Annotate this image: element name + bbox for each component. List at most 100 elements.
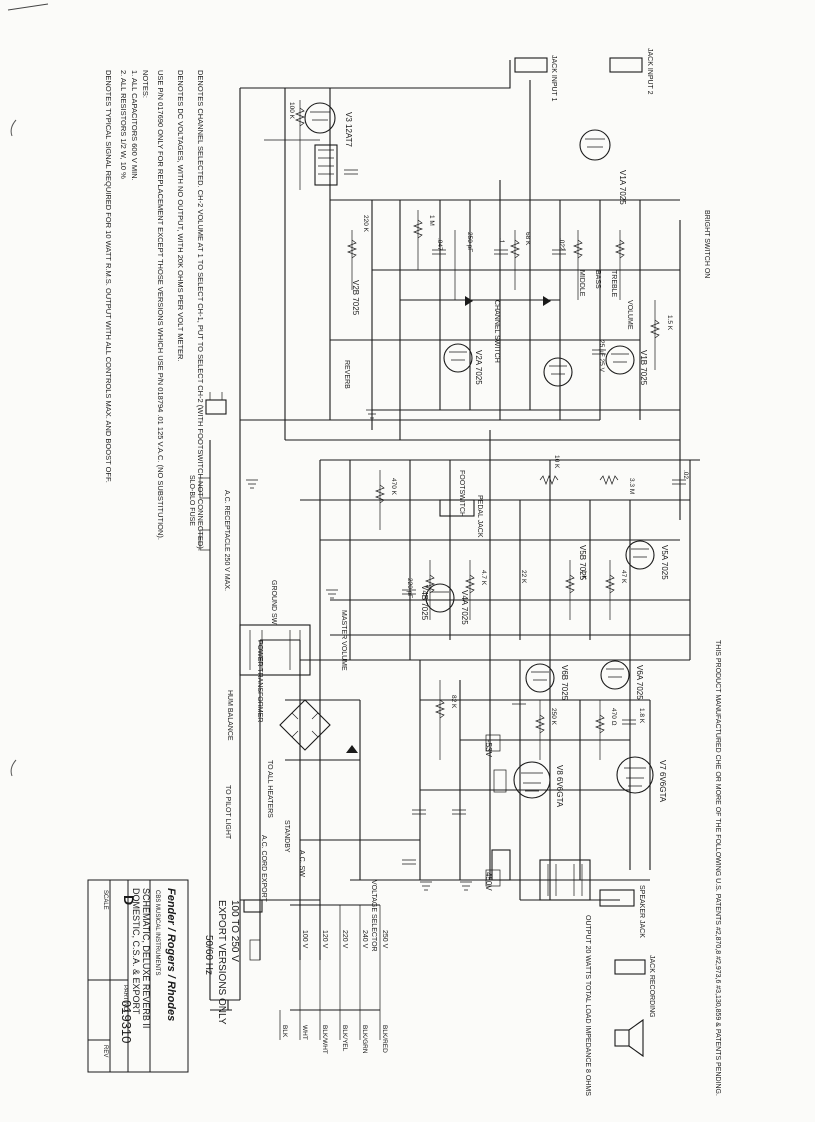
jack-labels: JACK INPUT 1 JACK INPUT 2 PEDAL JACK SPE…: [476, 48, 655, 1018]
tap-label: 250 V: [381, 930, 388, 949]
tube-label: V3 12AT7: [344, 112, 353, 148]
control-labels: BRIGHT SWITCH ON VOLUME TREBLE BASS MIDD…: [340, 210, 710, 671]
value-label: 470 K: [390, 478, 397, 496]
wire-color: BLK/WHT: [321, 1025, 328, 1054]
power-transformer: [239, 624, 311, 676]
footswitch-label: FOOTSWITCH: [458, 470, 465, 517]
tube-v7: [616, 756, 654, 794]
volume-label: VOLUME: [626, 300, 633, 330]
fuse: [199, 477, 211, 499]
resistor: [375, 484, 385, 504]
jack-input-1[interactable]: [514, 57, 548, 73]
value-label: .1: [498, 238, 505, 244]
punch-hole-mark: [10, 119, 17, 137]
tap-label: 100 V: [301, 930, 308, 949]
drawing-number: 019310: [119, 1000, 134, 1043]
patents-note: THIS PRODUCT MANUFACTURED CHE OR MORE OF…: [714, 640, 721, 1096]
standby-label: STANDBY: [283, 820, 290, 853]
jack-pedal[interactable]: [439, 499, 475, 517]
wire-color: WHT: [301, 1025, 308, 1040]
tube-v4a: [425, 583, 455, 613]
jack-recording[interactable]: [614, 959, 646, 975]
value-label: 47 K: [620, 570, 627, 584]
jack-input-2[interactable]: [609, 57, 643, 73]
note-ac-signal: DENOTES TYPICAL SIGNAL REQUIRED FOR 10 W…: [104, 70, 113, 483]
choke: [491, 849, 511, 881]
tap-label: 120 V: [321, 930, 328, 949]
value-label: 250 pF: [466, 232, 473, 252]
value-label: 82 K: [450, 695, 457, 709]
tube-v2b: [543, 357, 573, 387]
value-label: 68 K: [524, 232, 531, 246]
reverb-label: REVERB: [343, 360, 350, 389]
bridge-rectifier: [279, 699, 331, 751]
ground-switch-label: GROUND SW: [270, 580, 277, 625]
note-channel: DENOTES CHANNEL SELECTED. CH-2 VOLUME AT…: [196, 70, 205, 551]
channel-switch-label: CHANNEL SWITCH: [493, 300, 500, 363]
capacitor: [672, 479, 686, 485]
jack-speaker[interactable]: [599, 889, 635, 907]
tube-label: V7 6V6GTA: [658, 760, 667, 803]
transformers: [239, 144, 591, 901]
tube-v6b: [525, 663, 555, 693]
resistors: [295, 107, 660, 734]
jack-label: JACK INPUT 2: [646, 48, 653, 95]
speaker[interactable]: [614, 1018, 644, 1058]
value-label: .02: [682, 470, 689, 479]
tube-v1b: [605, 345, 635, 375]
tube-label: V4B 7025: [420, 585, 429, 621]
reverb-transformer: [314, 144, 338, 186]
fuses: [199, 477, 261, 961]
value-label: 100 K: [288, 102, 295, 120]
tube-label: V1B 7025: [639, 350, 648, 386]
bias-voltage: -53V: [484, 740, 493, 758]
resistor: [539, 475, 559, 485]
resistor: [650, 319, 660, 339]
value-label: 220 pF: [406, 578, 413, 598]
hum-balance-label: HUM BALANCE: [226, 690, 233, 741]
value-label: 1.5 K: [666, 315, 673, 331]
middle-label: MIDDLE: [578, 270, 585, 297]
ac-receptacle-label: A.C. RECEPTACLE 250 V MAX.: [223, 490, 230, 591]
resistor: [510, 239, 520, 259]
resistor: [573, 239, 583, 259]
capacitor: [512, 699, 526, 705]
value-label: 470 Ω: [610, 708, 617, 726]
tube-v8: [513, 761, 551, 799]
resistor: [595, 714, 605, 734]
tube-v1a: [579, 129, 611, 161]
ac-plug[interactable]: [205, 392, 227, 415]
value-label: 250 K: [550, 708, 557, 726]
punch-hole-mark: [10, 759, 17, 777]
component-leads: [264, 100, 656, 760]
capacitor: [452, 809, 466, 815]
tube-label: V5B 7025: [578, 545, 587, 581]
value-label: 1 K: [580, 570, 587, 580]
tube-labels: V3 12AT7 V1A 7025 V1B 7025 V2A 7025 V2B …: [344, 112, 669, 808]
tube-v6a: [600, 660, 630, 690]
capacitors: [344, 169, 686, 865]
master-volume-label: MASTER VOLUME: [340, 610, 347, 671]
diodes: [346, 296, 551, 753]
resistor: [425, 574, 435, 594]
value-label: 4.7 K: [480, 570, 487, 586]
notes-block: DENOTES CHANNEL SELECTED. CH-2 VOLUME AT…: [104, 70, 205, 551]
resistor: [605, 574, 615, 594]
voltage-selector-label: VOLTAGE SELECTOR: [370, 880, 377, 952]
tube-v3: [304, 102, 336, 134]
tube-label: V5A 7025: [660, 545, 669, 580]
capacitor: [552, 249, 566, 255]
voltage-boxes: [485, 734, 507, 887]
bright-switch-label: BRIGHT SWITCH ON: [703, 210, 710, 278]
component-values: 100 K 220 K 1 M 68 K .047 .1 250 pF .022…: [288, 102, 689, 726]
value-label: 1.8 K: [638, 708, 645, 724]
note-2: 2. ALL RESISTORS 1/2 W, 10 %: [119, 70, 128, 179]
diode: [465, 296, 473, 306]
capacitor: [494, 249, 508, 255]
drawing-size: D: [121, 895, 137, 905]
wiring: [209, 60, 700, 1001]
jack-label: JACK RECORDING: [648, 955, 655, 1018]
value-label: 10 K: [553, 455, 560, 469]
export-plug[interactable]: [243, 899, 263, 913]
